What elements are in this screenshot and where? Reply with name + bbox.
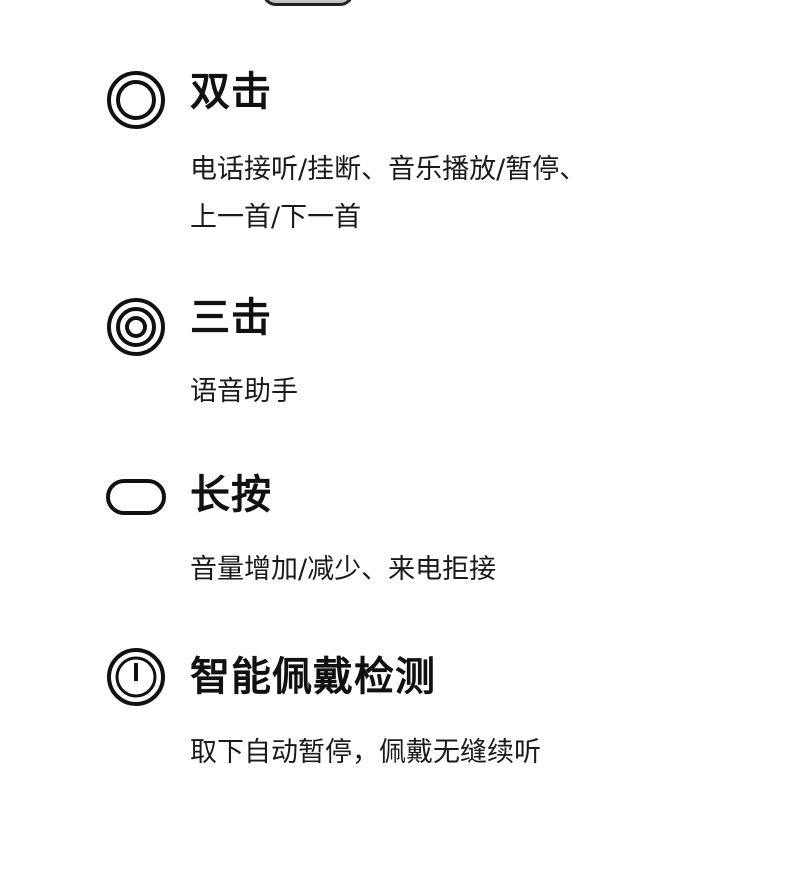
feature-title: 三击: [190, 295, 272, 341]
feature-title: 智能佩戴检测: [190, 654, 436, 700]
earbud-case-image: [262, 0, 354, 6]
feature-desc-line: 音量增加/减少、来电拒接: [190, 554, 497, 585]
power-circle-icon: [107, 648, 165, 706]
feature-desc-line: 语音助手: [190, 376, 298, 407]
feature-title: 双击: [190, 69, 272, 115]
feature-desc-line: 上一首/下一首: [190, 202, 362, 233]
pill-icon: [106, 479, 166, 515]
triple-circle-icon: [107, 298, 165, 356]
double-circle-icon: [107, 71, 165, 129]
feature-desc-line: 电话接听/挂断、音乐播放/暂停、: [190, 154, 587, 185]
feature-desc-line: 取下自动暂停，佩戴无缝续听: [190, 737, 541, 768]
feature-title: 长按: [190, 472, 272, 518]
